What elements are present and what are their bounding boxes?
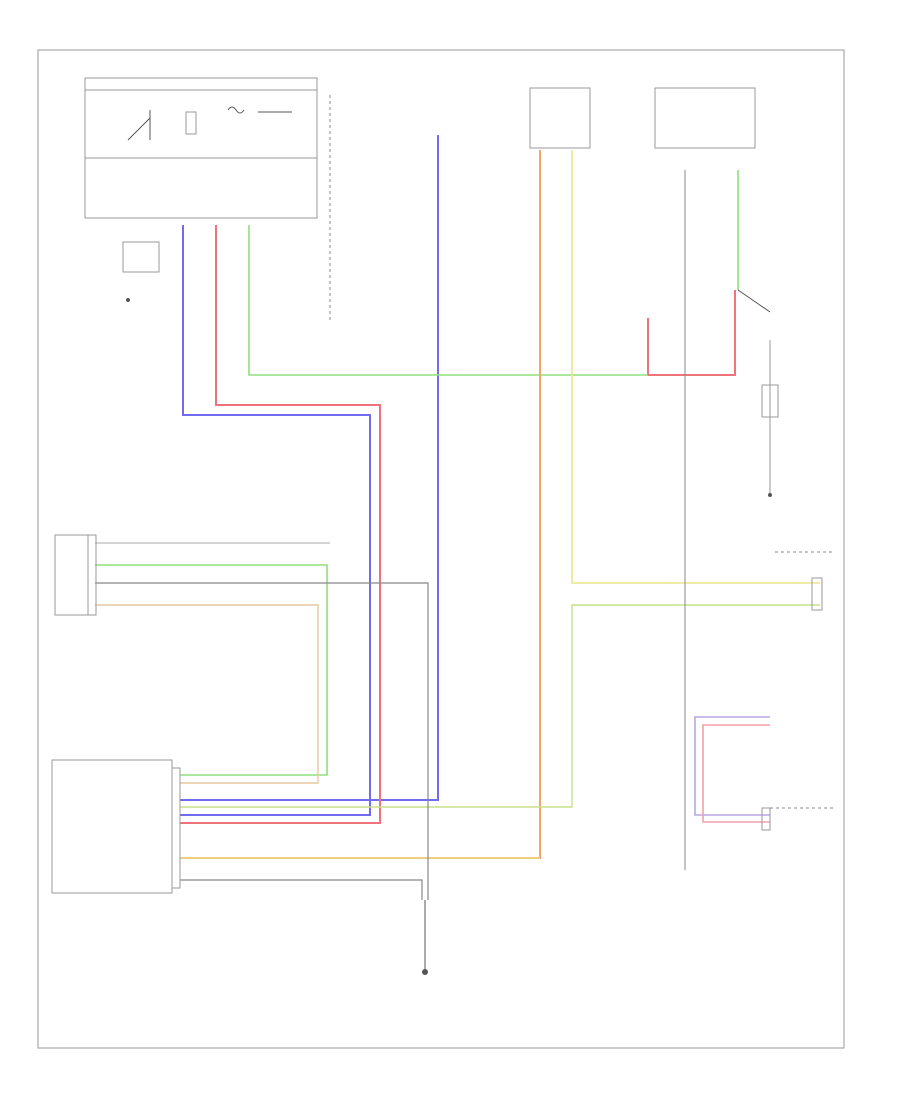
left-unit-connector bbox=[87, 534, 97, 616]
ground-dot-left bbox=[126, 298, 130, 302]
wire-red-2 bbox=[647, 290, 736, 376]
wire-blue-1 bbox=[180, 225, 371, 816]
wire-green-1 bbox=[248, 225, 648, 376]
wire-lightgreen bbox=[180, 604, 820, 808]
relay-coil bbox=[185, 111, 197, 135]
fuse-box-right bbox=[654, 87, 756, 149]
wire-black-2 bbox=[180, 879, 423, 900]
ground-dot-right bbox=[768, 493, 772, 497]
harness-wires bbox=[95, 135, 820, 970]
wire-red-1 bbox=[180, 225, 381, 824]
wire-blue-2 bbox=[180, 135, 439, 801]
fuse-relay-block bbox=[84, 77, 318, 273]
ground-dot-bottom bbox=[422, 969, 428, 975]
right-ctrl-connector bbox=[761, 807, 771, 831]
bottom-unit-box bbox=[51, 759, 173, 894]
bottom-unit-connector bbox=[171, 767, 181, 889]
relay-switch bbox=[127, 110, 151, 141]
wire-violet bbox=[694, 716, 770, 816]
left-unit-bracket bbox=[54, 534, 88, 616]
left-control-unit bbox=[54, 534, 97, 616]
fuse-drops bbox=[84, 78, 756, 320]
wire-orange bbox=[180, 150, 541, 859]
wire-pink bbox=[702, 724, 770, 823]
cap-box bbox=[122, 241, 160, 273]
bottom-control-unit bbox=[51, 759, 181, 894]
fuse-symbol-1 bbox=[227, 106, 245, 114]
switch-lever bbox=[737, 289, 771, 313]
ground-symbols bbox=[126, 298, 772, 975]
fuse-box-mid bbox=[529, 87, 591, 149]
sensor-connector bbox=[811, 577, 823, 611]
right-components bbox=[737, 289, 835, 831]
wire-tan bbox=[95, 604, 319, 784]
wire-green-3 bbox=[95, 564, 328, 776]
wire-yellow-1 bbox=[571, 150, 820, 584]
wire-black-1 bbox=[95, 582, 429, 900]
diagram-frame bbox=[37, 49, 845, 1049]
fuse-block-outline bbox=[84, 77, 318, 219]
